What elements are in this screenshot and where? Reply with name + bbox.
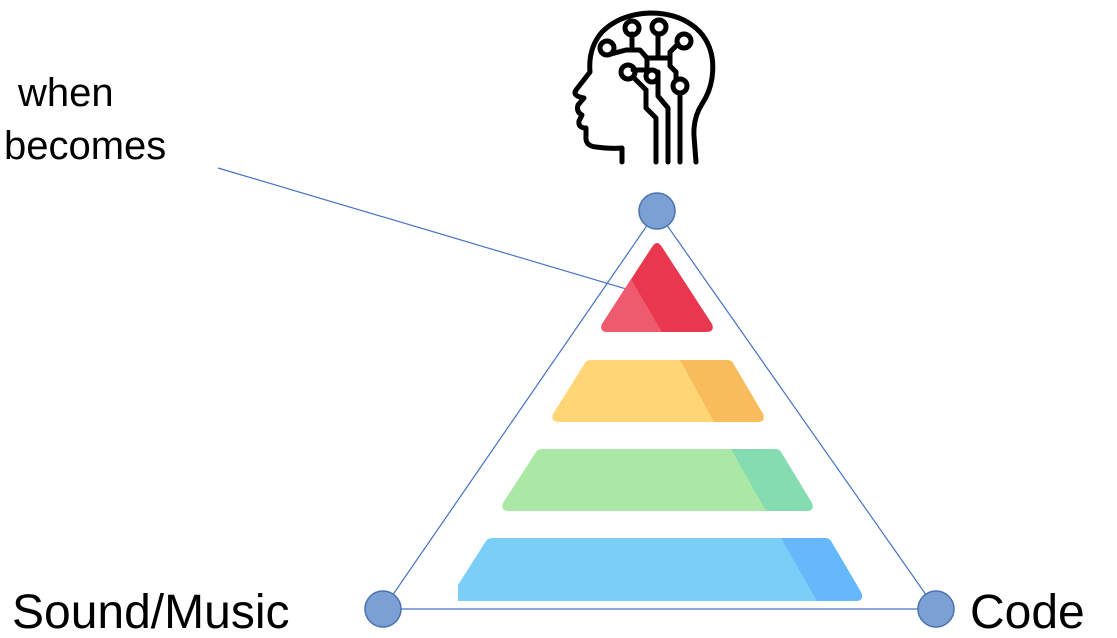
right-vertex-node [917,590,955,628]
pyramid-tiers [458,243,863,601]
brain-circuit-head-icon [572,10,716,165]
tier-3-green [502,449,813,511]
left-vertex-node [364,590,402,628]
tier-bottom-blue [458,538,863,601]
top-vertex-node [638,192,676,230]
tier-2-yellow [552,360,764,422]
annotation-line-2: becomes [4,124,166,168]
label-code: Code [970,586,1085,638]
annotation-leader-line [217,167,651,297]
annotation-line-1: when [17,71,114,115]
tier-top-red [601,243,713,332]
outline-triangle [381,209,938,610]
label-sound-music: Sound/Music [12,586,289,638]
